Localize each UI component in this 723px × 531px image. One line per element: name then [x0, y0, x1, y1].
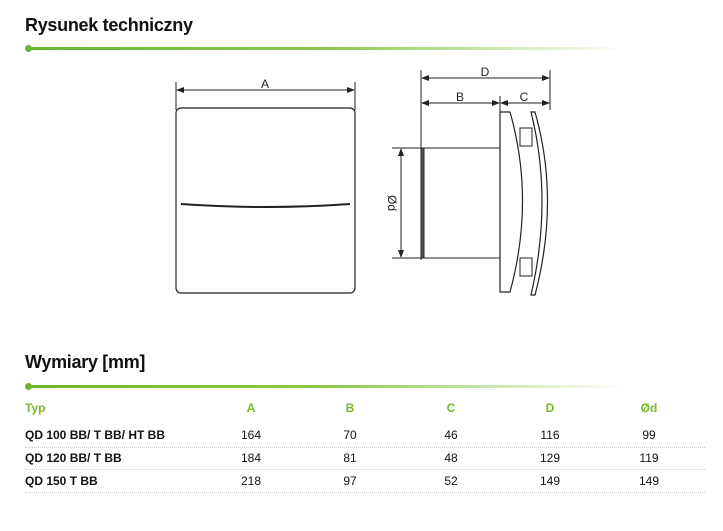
dimensions-title: Wymiary [mm]	[25, 352, 146, 372]
row-divider	[25, 469, 705, 470]
row-divider	[25, 447, 705, 448]
cell-b: 70	[343, 428, 357, 442]
cell-typ: QD 120 BB/ T BB	[25, 451, 122, 465]
header-b: B	[345, 401, 355, 415]
label-d: D	[481, 65, 490, 79]
technical-drawing: A D B C Ød	[175, 65, 551, 296]
label-od: Ød	[385, 195, 399, 211]
front-view	[175, 82, 356, 294]
cell-typ: QD 100 BB/ T BB/ HT BB	[25, 428, 166, 442]
label-c: C	[520, 90, 529, 104]
cell-od: 149	[638, 474, 660, 488]
row-divider	[25, 492, 705, 493]
cell-c: 46	[444, 428, 458, 442]
header-a: A	[246, 401, 256, 415]
header-c: C	[446, 401, 456, 415]
cell-d: 116	[540, 428, 560, 442]
cell-a: 184	[240, 451, 262, 465]
label-b: B	[456, 90, 464, 104]
cell-b: 97	[343, 474, 357, 488]
cell-d: 129	[539, 451, 561, 465]
accent-line	[27, 47, 627, 50]
cell-a: 164	[240, 428, 262, 442]
cell-od: 119	[639, 451, 659, 465]
side-view	[392, 70, 551, 296]
cell-typ: QD 150 T BB	[25, 474, 98, 488]
cell-c: 52	[444, 474, 458, 488]
cell-b: 81	[343, 451, 357, 465]
cell-d: 149	[539, 474, 561, 488]
label-a: A	[261, 77, 269, 91]
cell-c: 48	[444, 451, 458, 465]
accent-line	[27, 385, 627, 388]
technical-drawing-title: Rysunek techniczny	[25, 15, 193, 35]
cell-a: 218	[240, 474, 262, 488]
header-typ: Typ	[25, 401, 46, 415]
header-d: D	[545, 401, 555, 415]
header-od: Ød	[640, 401, 658, 415]
cell-od: 99	[642, 428, 656, 442]
